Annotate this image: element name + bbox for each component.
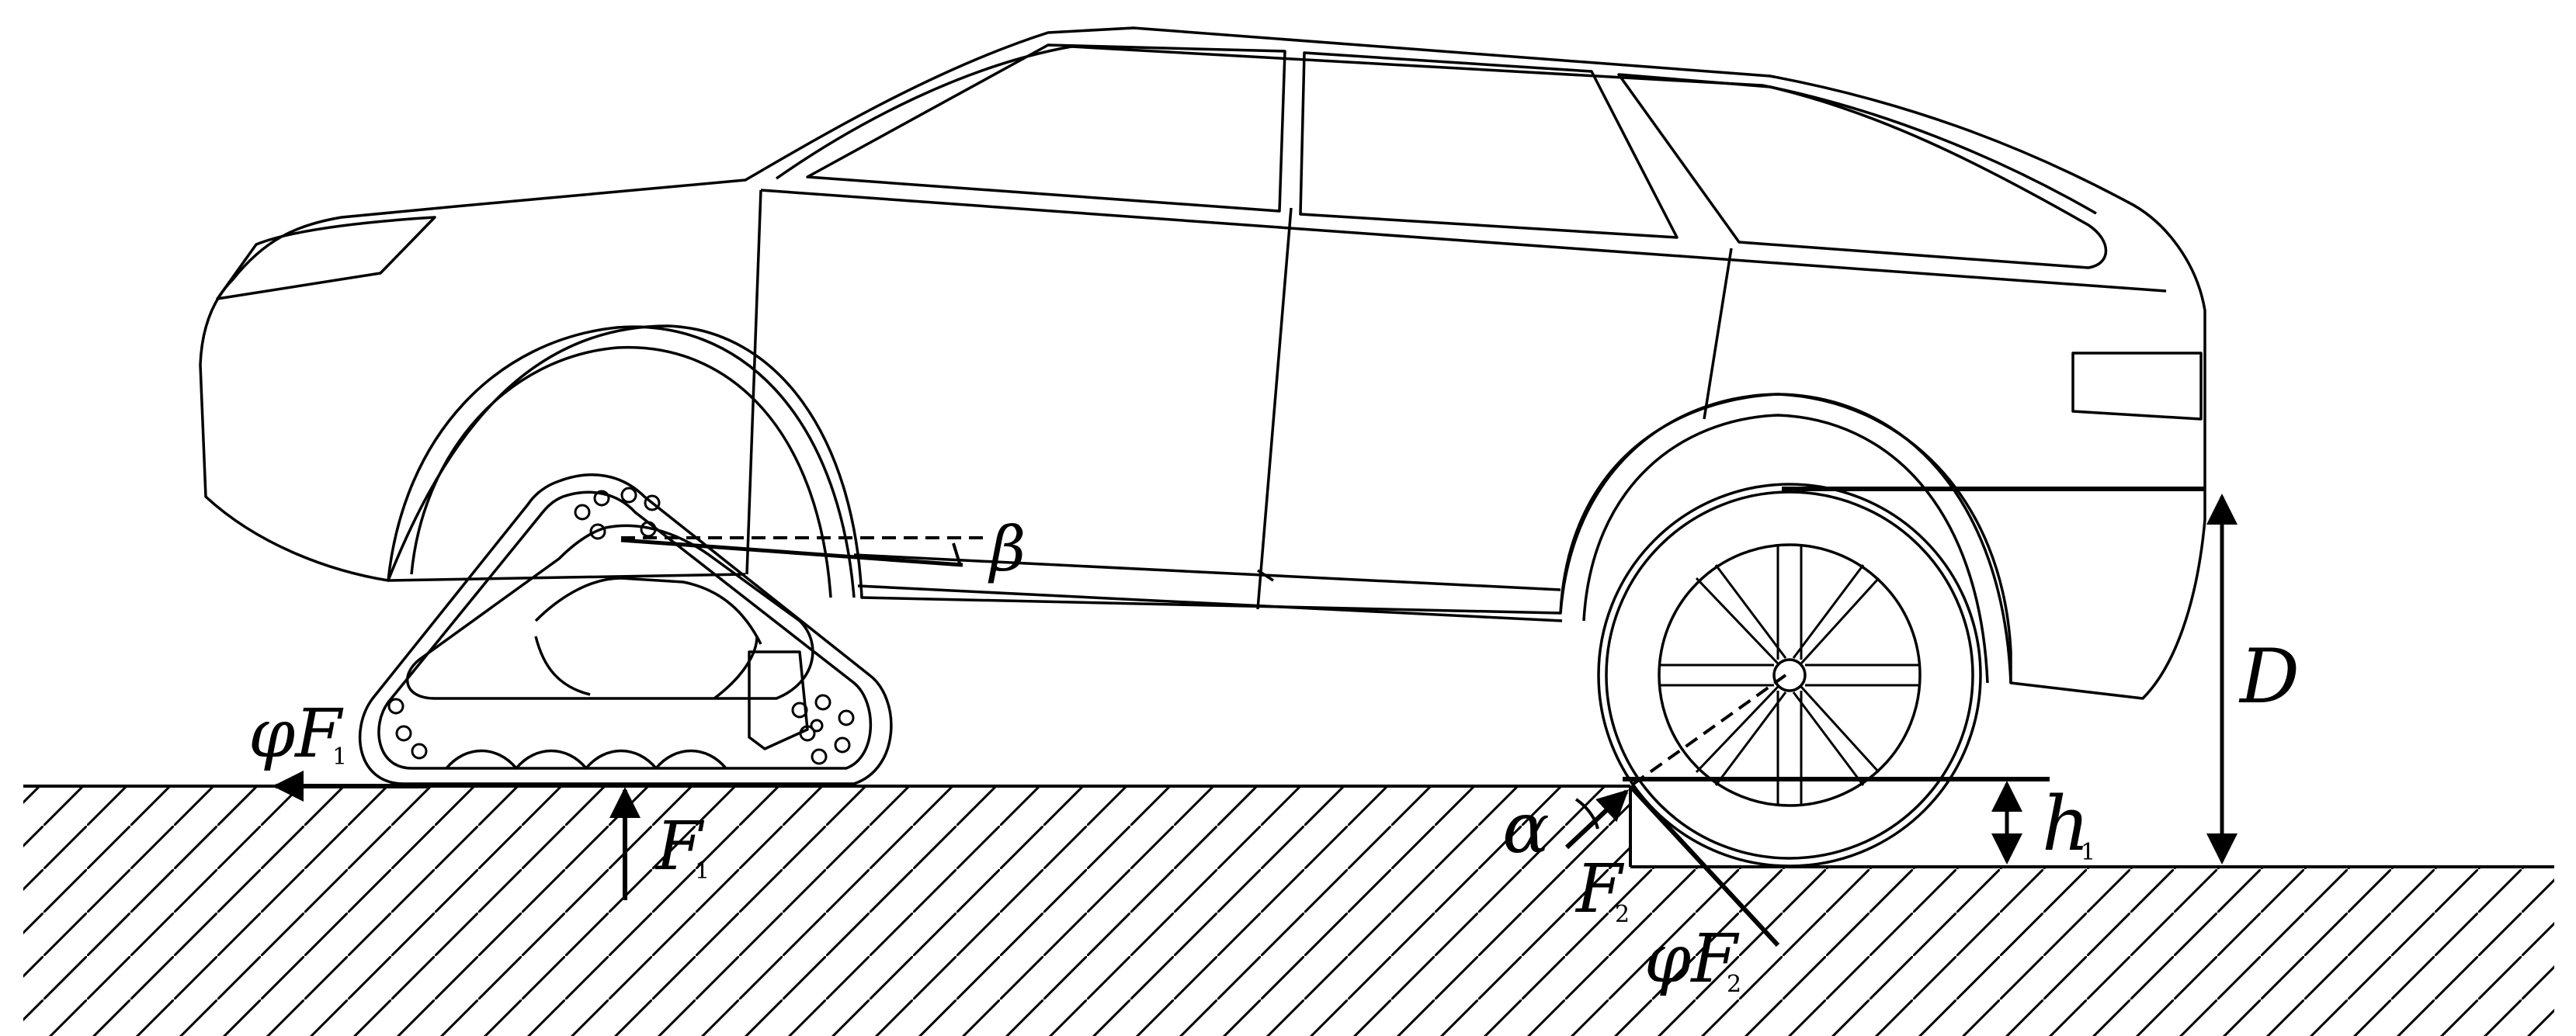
svg-text:1: 1 (2081, 839, 2095, 866)
label-text: β φF 1 F 1 α F 2 φF 2 D h 1 (248, 513, 2300, 998)
track-frame (406, 524, 814, 700)
rim (1658, 543, 1922, 807)
car-body (199, 26, 2206, 700)
body-outline (199, 26, 2206, 700)
svg-text:φF: φF (1644, 920, 1740, 998)
svg-text:1: 1 (695, 858, 710, 885)
road-wheels (445, 749, 727, 770)
tire-outer (1597, 483, 1982, 868)
svg-text:2: 2 (1727, 971, 1741, 998)
svg-text:F: F (1574, 851, 1625, 928)
rear-fender-arch-inner (1582, 414, 1989, 684)
beta-label: β (988, 513, 1026, 585)
top-sprocket (574, 487, 661, 540)
hub (1772, 658, 1807, 692)
front-sprocket (387, 698, 428, 760)
ground-hatch-upper (23, 786, 1638, 1036)
track-inner (377, 490, 873, 770)
b-pillar-line (1256, 207, 1293, 610)
beta-solid-line (620, 538, 963, 567)
front-window (806, 43, 1286, 213)
svg-text:1: 1 (332, 743, 347, 771)
rocker-upper (853, 553, 1561, 591)
spokes (1659, 545, 1920, 806)
ground (23, 777, 2554, 1036)
middle-window (1299, 51, 1679, 239)
f2-label: F 2 (1574, 851, 1630, 928)
svg-text:α: α (1502, 788, 1550, 869)
alpha-arc (1574, 798, 1599, 830)
svg-text:F: F (654, 808, 705, 885)
f2-arrow (1564, 789, 1629, 850)
annotations (273, 487, 2238, 948)
rear-window (1617, 73, 2108, 269)
svg-text:2: 2 (1615, 901, 1630, 928)
contact-dashed-line (1629, 674, 1787, 788)
taillight (2071, 352, 2203, 421)
rocker-lower (857, 584, 1563, 622)
headlight (216, 216, 436, 300)
phi-f2-line (1628, 784, 1780, 948)
alpha-label: α (1502, 788, 1550, 869)
d-label: D (2238, 633, 2300, 720)
rear-fender-arch-outer (1559, 393, 2012, 684)
tire-inner (1605, 490, 1974, 860)
belt-line (760, 189, 2167, 293)
track-unit (358, 473, 893, 785)
svg-text:h: h (2042, 781, 2090, 868)
rear-wheel (1597, 483, 1982, 868)
front-fender-arch-inner (410, 345, 832, 598)
f1-label: F 1 (654, 808, 710, 885)
rear-sprocket (791, 694, 855, 765)
beta-arc (952, 542, 961, 564)
front-fender-arch-outer (387, 325, 856, 598)
svg-text:φF: φF (248, 695, 344, 773)
a-pillar-line (745, 189, 762, 575)
h1-label: h 1 (2042, 781, 2095, 868)
track-outer (358, 473, 893, 785)
c-pillar-line (1703, 248, 1733, 420)
phi-f2-label: φF 2 (1644, 920, 1741, 998)
phi-f1-label: φF 1 (248, 695, 347, 773)
ground-hatch-lower (1638, 867, 2554, 1036)
